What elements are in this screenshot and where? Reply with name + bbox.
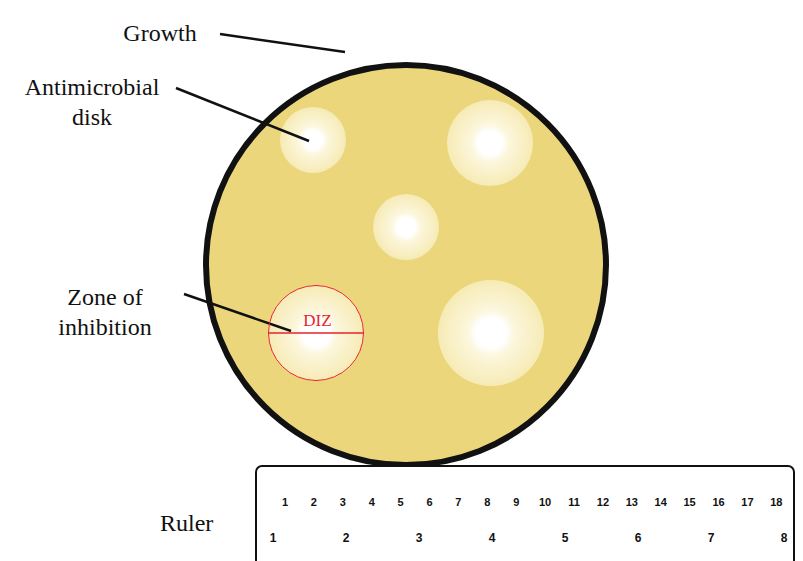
scale-number: 11 bbox=[568, 496, 580, 509]
callout-label: Growth bbox=[100, 18, 220, 48]
scale-number: 18 bbox=[770, 496, 782, 509]
scale-number: 5 bbox=[398, 496, 404, 509]
scale-number: 1 bbox=[282, 496, 288, 509]
inhibition-zone bbox=[438, 280, 544, 386]
scale-number: 6 bbox=[635, 531, 642, 545]
diameter-label: DIZ bbox=[303, 312, 331, 330]
inhibition-zone bbox=[268, 285, 364, 381]
scale-number: 8 bbox=[781, 531, 788, 545]
scale-number: 12 bbox=[597, 496, 609, 509]
scale-number: 7 bbox=[455, 496, 461, 509]
leader-line bbox=[184, 294, 291, 331]
scale-number: 8 bbox=[484, 496, 490, 509]
ruler-label: Ruler bbox=[160, 509, 213, 537]
inhibition-zone bbox=[373, 194, 439, 260]
scale-number: 13 bbox=[626, 496, 638, 509]
leader-line bbox=[220, 34, 345, 52]
ruler: Ruler12345678910111213141516171812345678 bbox=[255, 465, 795, 561]
callout-label: Antimicrobial disk bbox=[8, 72, 176, 132]
scale-number: 2 bbox=[311, 496, 317, 509]
scale-number: 4 bbox=[489, 531, 496, 545]
inhibition-zone bbox=[447, 100, 533, 186]
scale-number: 14 bbox=[655, 496, 667, 509]
scale-number: 3 bbox=[416, 531, 423, 545]
scale-number: 3 bbox=[340, 496, 346, 509]
callout-label: Zone of inhibition bbox=[40, 282, 170, 342]
scale-number: 9 bbox=[513, 496, 519, 509]
scale-number: 4 bbox=[369, 496, 375, 509]
scale-number: 10 bbox=[539, 496, 551, 509]
scale-number: 17 bbox=[741, 496, 753, 509]
diameter-circle: DIZ bbox=[268, 285, 364, 381]
scale-number: 6 bbox=[426, 496, 432, 509]
leader-line bbox=[176, 88, 309, 141]
scale-number: 16 bbox=[712, 496, 724, 509]
scale-number: 7 bbox=[708, 531, 715, 545]
diameter-line bbox=[268, 332, 364, 334]
scale-number: 1 bbox=[270, 531, 277, 545]
scale-number: 5 bbox=[562, 531, 569, 545]
scale-number: 15 bbox=[683, 496, 695, 509]
inhibition-zone bbox=[280, 107, 346, 173]
scale-number: 2 bbox=[343, 531, 350, 545]
